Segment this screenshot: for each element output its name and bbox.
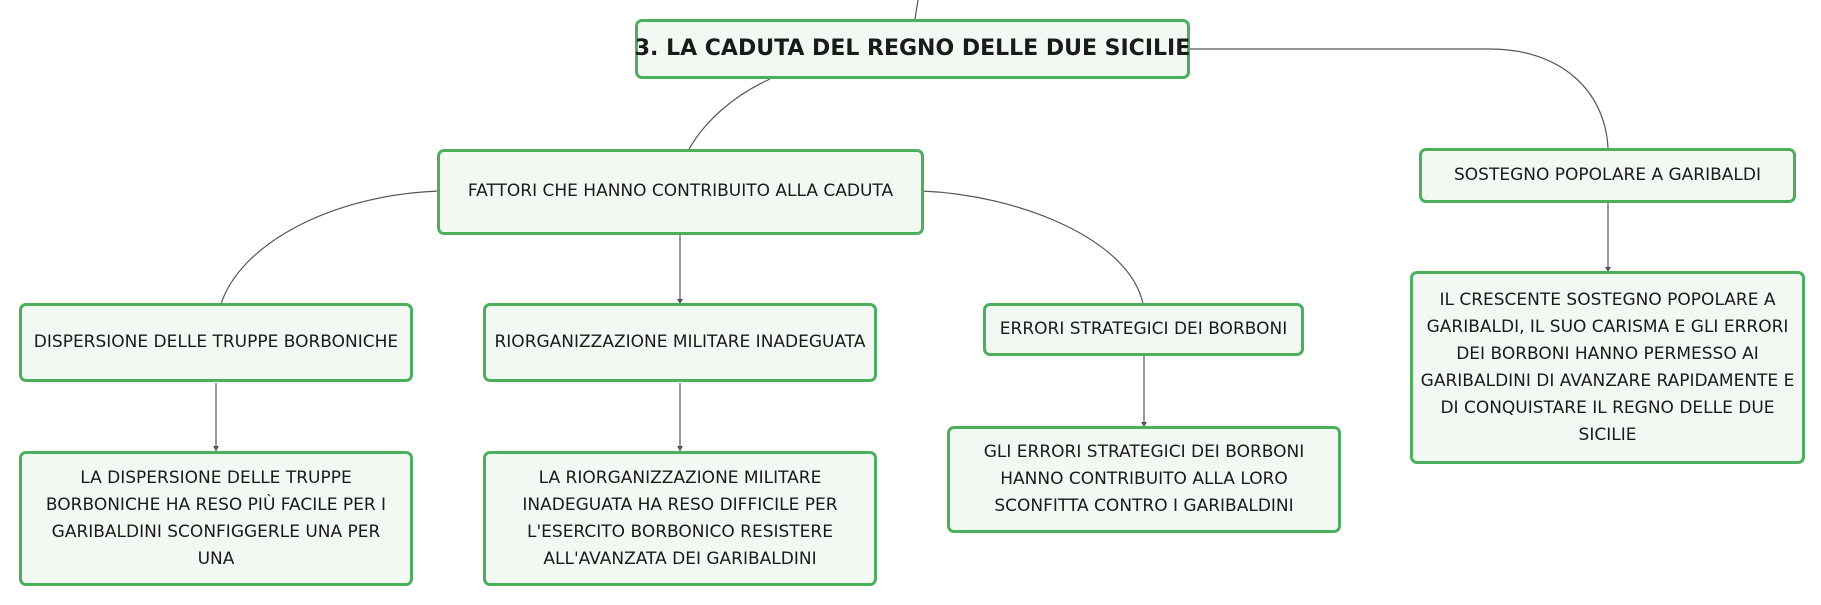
arrowhead (1605, 267, 1611, 272)
support-detail-text: IL CRESCENTE SOSTEGNO POPOLARE A GARIBAL… (1420, 289, 1795, 445)
dispersion-detail-text: LA DISPERSIONE DELLE TRUPPE BORBONICHE H… (45, 467, 387, 569)
riorganizzazione-detail-node[interactable]: LA RIORGANIZZAZIONE MILITARE INADEGUATA … (483, 451, 877, 586)
arrowhead (1141, 422, 1147, 427)
errori-node-label: ERRORI STRATEGICI DEI BORBONI (999, 318, 1288, 339)
link-parent-root (914, 0, 919, 20)
arrowhead (677, 446, 683, 451)
arrowhead (677, 299, 683, 304)
riorganizzazione-node[interactable]: RIORGANIZZAZIONE MILITARE INADEGUATA (483, 303, 877, 382)
dispersion-detail-node[interactable]: LA DISPERSIONE DELLE TRUPPE BORBONICHE H… (19, 451, 413, 586)
dispersion-node[interactable]: DISPERSIONE DELLE TRUPPE BORBONICHE (19, 303, 413, 382)
dispersion-node-label: DISPERSIONE DELLE TRUPPE BORBONICHE (33, 331, 399, 352)
link-factors-dispersion (220, 190, 440, 305)
factors-node-label: FATTORI CHE HANNO CONTRIBUITO ALLA CADUT… (467, 181, 894, 202)
riorganizzazione-detail-text: LA RIORGANIZZAZIONE MILITARE INADEGUATA … (522, 467, 838, 569)
riorganizzazione-node-label: RIORGANIZZAZIONE MILITARE INADEGUATA (494, 331, 866, 352)
root-node-label: 3. LA CADUTA DEL REGNO DELLE DUE SICILIE (634, 36, 1191, 62)
arrowhead (213, 446, 219, 451)
link-root-support (1190, 48, 1609, 149)
link-root-factors (687, 78, 771, 152)
root-node[interactable]: 3. LA CADUTA DEL REGNO DELLE DUE SICILIE (635, 19, 1190, 79)
errori-detail-node[interactable]: GLI ERRORI STRATEGICI DEI BORBONI HANNO … (947, 426, 1341, 533)
errori-detail-text: GLI ERRORI STRATEGICI DEI BORBONI HANNO … (983, 442, 1305, 516)
link-factors-errori (921, 190, 1144, 305)
support-detail-node[interactable]: IL CRESCENTE SOSTEGNO POPOLARE A GARIBAL… (1410, 271, 1805, 464)
errori-node[interactable]: ERRORI STRATEGICI DEI BORBONI (983, 303, 1304, 356)
support-node-label: SOSTEGNO POPOLARE A GARIBALDI (1453, 164, 1761, 185)
factors-node[interactable]: FATTORI CHE HANNO CONTRIBUITO ALLA CADUT… (437, 149, 924, 235)
support-node[interactable]: SOSTEGNO POPOLARE A GARIBALDI (1419, 148, 1796, 203)
